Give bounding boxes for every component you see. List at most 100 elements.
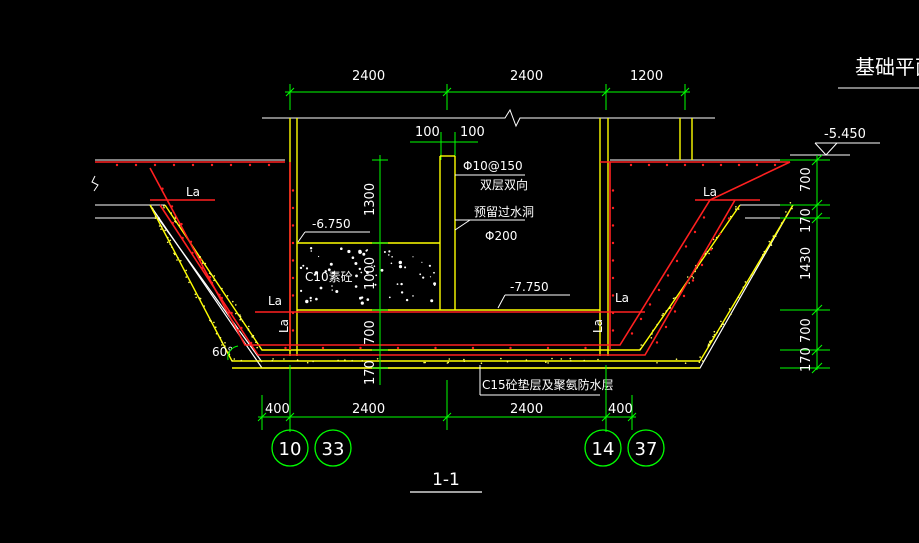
section-label: 1-1 (432, 470, 460, 490)
rebar-dot (210, 281, 214, 285)
concrete-dot (463, 358, 465, 361)
rebar-dot (240, 326, 243, 330)
concrete-dot (448, 358, 451, 360)
concrete-speckle (315, 297, 318, 301)
rebar-dot (291, 241, 295, 245)
rebar-dot (700, 263, 704, 267)
rebar-dot (647, 163, 651, 167)
concrete-dot (652, 329, 654, 332)
rebar-dot (191, 163, 195, 167)
concrete-speckle (398, 265, 403, 269)
concrete-dot (213, 321, 215, 324)
concrete-dot (698, 361, 701, 364)
concrete-dot (547, 362, 549, 364)
concrete-dot (786, 214, 789, 216)
concrete-speckle (398, 260, 402, 265)
dim-bottom-3: 2400 (510, 402, 543, 417)
concrete-dot (344, 359, 346, 361)
concrete-dot (704, 252, 707, 255)
right-vertical-dims (780, 154, 830, 374)
concrete-speckle (355, 274, 358, 278)
rebar-dot (153, 163, 157, 167)
concrete-dot (674, 297, 676, 299)
rebar-dot (639, 317, 643, 321)
concrete-dot (160, 228, 162, 230)
ground-lines (91, 159, 790, 219)
concrete-dot (721, 323, 724, 326)
concrete-dot (735, 206, 737, 208)
concrete-dot (720, 320, 722, 323)
concrete-speckle (305, 299, 309, 304)
concrete-speckle (347, 249, 351, 254)
concrete-dot (185, 269, 187, 272)
rebar-dot (675, 259, 679, 263)
concrete-dot (247, 329, 250, 331)
concrete-dot (791, 207, 793, 210)
rebar-dot (611, 259, 615, 262)
rebar-dot (396, 346, 400, 350)
concrete-dot (651, 333, 653, 335)
bottom-dimension-group (257, 365, 637, 432)
concrete-speckle (429, 276, 432, 278)
concrete-dot (376, 358, 379, 360)
concrete-speckle (388, 296, 391, 299)
rebar-dot (291, 276, 295, 280)
rebar-dot (718, 232, 722, 236)
leader-lines (297, 174, 600, 396)
concrete-dot (640, 344, 642, 346)
concrete-dot (712, 335, 714, 338)
concrete-dot (551, 357, 553, 360)
concrete-fill-label: C10素砼 (305, 270, 353, 284)
concrete-dot (233, 358, 236, 360)
concrete-speckle (430, 299, 434, 303)
concrete-dot (283, 358, 285, 360)
concrete-dot (480, 362, 483, 365)
concrete-dot (167, 236, 169, 239)
concrete-speckle (400, 291, 404, 294)
concrete-dot (737, 296, 740, 298)
concrete-dot (656, 362, 658, 364)
concrete-dot (215, 326, 217, 329)
rebar-dot (655, 341, 659, 344)
concrete-dot (708, 344, 711, 347)
concrete-dot (506, 360, 509, 363)
concrete-speckle (405, 298, 409, 302)
concrete-speckle (324, 270, 327, 273)
rebar-dot (719, 163, 723, 167)
concrete-dot (730, 313, 732, 316)
dim-left-v-2: 1000 (363, 257, 378, 290)
concrete-dot (154, 215, 157, 218)
rebar-dot (291, 189, 295, 192)
rebar-dot (291, 224, 295, 227)
rebar-dots (115, 163, 777, 350)
rebar-lines (95, 161, 791, 356)
concrete-dot (219, 336, 222, 339)
concrete-dot (500, 357, 502, 360)
dim-100-left: 100 (415, 125, 440, 140)
rebar-dot (584, 346, 587, 350)
concrete-speckle (373, 265, 376, 268)
concrete-dot (730, 215, 732, 218)
dim-top-1: 2400 (352, 69, 385, 84)
rebar-dot (161, 187, 164, 190)
concrete-speckle (400, 282, 403, 286)
concrete-dot (710, 339, 712, 342)
concrete-dot (668, 307, 671, 310)
concrete-dot (713, 330, 716, 333)
concrete-dot (707, 343, 710, 346)
concrete-dot (772, 235, 775, 237)
concrete-speckle (383, 251, 386, 253)
concrete-speckle (331, 289, 333, 291)
rebar-dot (611, 311, 615, 315)
concrete-dot (296, 359, 299, 361)
concrete-dot (662, 312, 664, 315)
concrete-dot (215, 332, 218, 335)
axis-bubble-3: 14 (592, 439, 615, 460)
dim-right-v-2: 170 (799, 208, 814, 233)
la-label-6: La (591, 319, 605, 333)
concrete-dot (361, 360, 364, 362)
concrete-dot (770, 243, 772, 245)
concrete-dot (177, 256, 179, 259)
concrete-speckle (305, 267, 309, 270)
